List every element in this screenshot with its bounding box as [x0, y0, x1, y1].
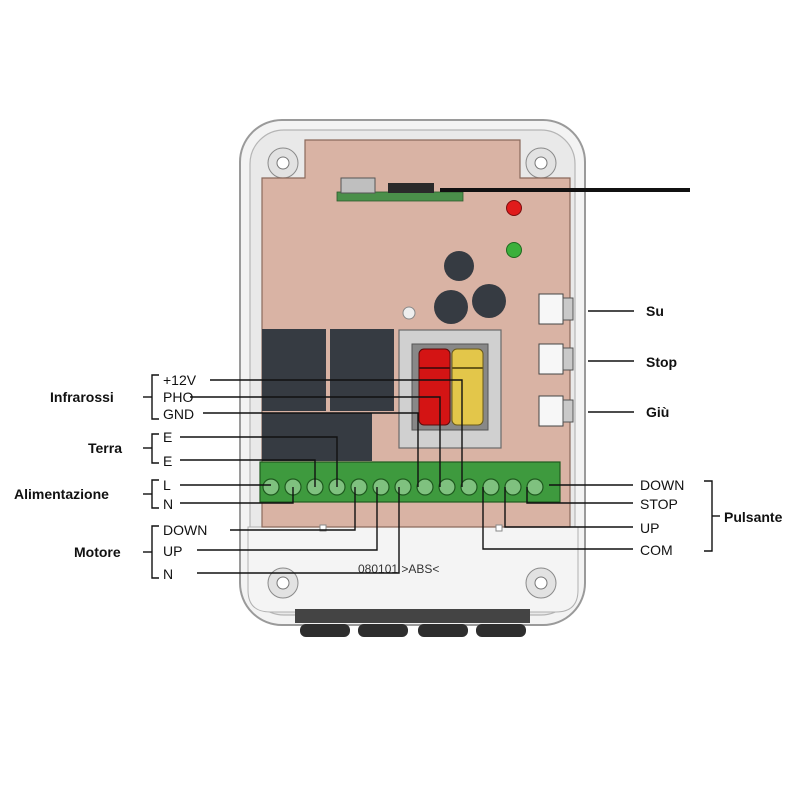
- terminal-screw: [394, 478, 412, 496]
- group-label-button: Pulsante: [724, 509, 783, 525]
- corner-screw-top-left: [267, 147, 299, 179]
- terminal-screw: [460, 478, 478, 496]
- enclosure-lower-cover: [247, 526, 579, 613]
- terminal-screw: [438, 478, 456, 496]
- terminal-screw: [504, 478, 522, 496]
- terminal-label-neutral-power: N: [163, 496, 173, 512]
- side-button-label-su: Su: [646, 303, 664, 319]
- terminal-label-earth-2: E: [163, 453, 172, 469]
- corner-screw-bottom-left: [267, 567, 299, 599]
- side-button-stop-body: [538, 343, 574, 375]
- terminal-label-earth-1: E: [163, 429, 172, 445]
- corner-screw-top-right: [525, 147, 557, 179]
- capacitors: [402, 251, 506, 324]
- small-component-right: [495, 524, 503, 532]
- group-label-motor: Motore: [74, 544, 121, 560]
- wiring-lines: [180, 310, 634, 574]
- terminal-label-pho: PHO: [163, 389, 193, 405]
- terminal-label-button-stop: STOP: [640, 496, 678, 512]
- small-component-left: [319, 524, 327, 532]
- terminal-label-motor-up: UP: [163, 543, 182, 559]
- group-label-power: Alimentazione: [14, 486, 109, 502]
- side-button-su-body: [538, 293, 574, 325]
- terminal-screw: [262, 478, 280, 496]
- terminal-label-gnd: GND: [163, 406, 194, 422]
- terminal-screw: [372, 478, 390, 496]
- terminal-label-button-up: UP: [640, 520, 659, 536]
- terminal-label-motor-neutral: N: [163, 566, 173, 582]
- terminal-label-12v: +12V: [163, 372, 197, 388]
- terminal-label-button-com: COM: [640, 542, 673, 558]
- side-button-label-giu: Giù: [646, 404, 669, 420]
- side-button-label-stop: Stop: [646, 354, 677, 370]
- side-button-giu-body: [538, 395, 574, 427]
- terminal-screw: [350, 478, 368, 496]
- terminal-label-button-down: DOWN: [640, 477, 684, 493]
- led-red: [506, 200, 522, 216]
- group-label-infrared: Infrarossi: [50, 389, 114, 405]
- left-brackets: [143, 374, 159, 579]
- radio-module: [336, 177, 464, 202]
- led-green: [506, 242, 522, 258]
- group-label-earth: Terra: [88, 440, 122, 456]
- terminal-label-motor-down: DOWN: [163, 522, 207, 538]
- terminal-screw: [526, 478, 544, 496]
- terminal-screw: [416, 478, 434, 496]
- selector-switch: [398, 329, 502, 449]
- terminal-screw: [482, 478, 500, 496]
- right-bracket: [704, 480, 713, 552]
- cable-glands: [295, 609, 530, 637]
- terminal-label-line: L: [163, 477, 171, 493]
- corner-screw-bottom-right: [525, 567, 557, 599]
